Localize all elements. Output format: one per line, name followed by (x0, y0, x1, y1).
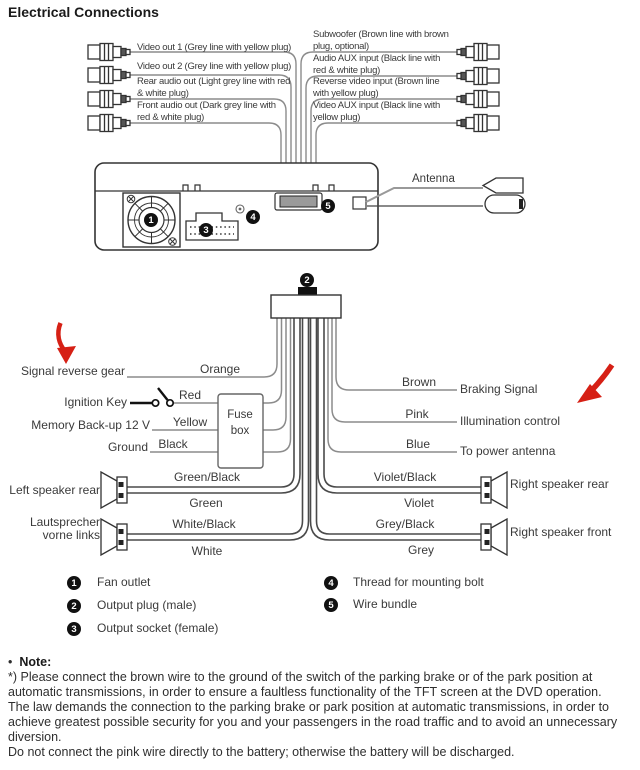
terminal-memory-backup: Memory Back-up 12 V (31, 418, 150, 432)
wire-label-green-black: Green/Black (173, 470, 241, 484)
note-paragraph-2: The law demands the connection to the pa… (8, 700, 618, 744)
rca-label-subwoofer: Subwoofer (Brown line with brown plug, o… (313, 29, 449, 52)
antenna-socket-icon (484, 194, 526, 214)
wire-label-grey: Grey (407, 543, 435, 557)
legend-badge-5: 5 (324, 598, 338, 612)
badge-output-plug: 2 (300, 273, 314, 287)
fuse-box-label-line2: box (230, 425, 250, 437)
antenna-label: Antenna (412, 173, 455, 185)
note-section: • Note: *) Please connect the brown wire… (8, 655, 636, 760)
antenna-plug-icon (481, 177, 524, 194)
rca-label-rear-audio-out: Rear audio out (Light grey line with red… (137, 76, 291, 99)
terminal-signal-reverse-gear: Signal reverse gear (20, 364, 125, 378)
legend-label-mounting-thread: Thread for mounting bolt (353, 575, 484, 589)
wire-label-violet-black: Violet/Black (373, 470, 437, 484)
wire-label-black: Black (158, 437, 188, 451)
fan-icon (127, 195, 176, 245)
output-plug-icon (270, 294, 342, 319)
wire-label-violet: Violet (404, 496, 434, 510)
fuse-box (217, 393, 264, 469)
legend-badge-1: 1 (67, 576, 81, 590)
screw-icons (126, 194, 177, 246)
wire-label-red: Red (178, 388, 202, 402)
harness-wires (127, 287, 481, 541)
terminal-to-power-antenna: To power antenna (460, 444, 556, 458)
wire-label-white-black: White/Black (172, 517, 236, 531)
terminal-ignition-key: Ignition Key (64, 395, 127, 409)
legend-label-wire-bundle: Wire bundle (353, 597, 418, 611)
note-bullet: • (8, 655, 13, 669)
legend-label-output-socket: Output socket (female) (97, 621, 219, 635)
wire-label-pink: Pink (405, 407, 429, 421)
badge-wire-bundle: 5 (321, 199, 335, 213)
badge-output-socket: 3 (199, 223, 213, 237)
rca-label-reverse-video: Reverse video input (Brown line with yel… (313, 76, 440, 99)
badge-mounting-thread: 4 (246, 210, 260, 224)
badge-fan-outlet: 1 (144, 213, 158, 227)
speaker-icons (100, 471, 508, 556)
terminal-braking-signal: Braking Signal (460, 382, 538, 396)
legend-badge-2: 2 (67, 599, 81, 613)
red-arrow-left-icon (56, 322, 76, 364)
rca-label-video-aux: Video AUX input (Black line with yellow … (313, 100, 441, 123)
wire-label-yellow: Yellow (172, 415, 208, 429)
speaker-name-right-front: Right speaker front (510, 525, 612, 539)
terminal-illumination-control: Illumination control (460, 414, 561, 428)
rca-label-video-out-1: Video out 1 (Grey line with yellow plug) (137, 42, 292, 53)
legend-badge-3: 3 (67, 622, 81, 636)
speaker-name-right-rear: Right speaker rear (510, 477, 609, 491)
speaker-name-left-front: Lautsprecher vorne links (29, 515, 100, 543)
wire-label-orange: Orange (199, 362, 241, 376)
wire-bundle-connector (279, 195, 318, 208)
legend-label-fan-outlet: Fan outlet (97, 575, 151, 589)
head-unit-drawing (94, 162, 379, 251)
note-heading-text: Note: (19, 655, 52, 669)
note-heading: • Note: (8, 655, 636, 670)
rca-lead-lines (130, 51, 457, 200)
terminal-ground: Ground (107, 440, 148, 454)
note-paragraph-3: Do not connect the pink wire directly to… (8, 745, 515, 759)
rca-label-video-out-2: Video out 2 (Grey line with yellow plug) (137, 61, 292, 72)
fuse-box-label-line1: Fuse (227, 409, 253, 421)
speaker-name-left-rear: Left speaker rear (9, 483, 100, 497)
legend-label-output-plug: Output plug (male) (97, 598, 197, 612)
wire-label-grey-black: Grey/Black (375, 517, 435, 531)
antenna-drawing (365, 177, 526, 214)
ignition-switch-icon (130, 387, 175, 408)
wire-label-brown: Brown (401, 375, 437, 389)
note-paragraph-1: *) Please connect the brown wire to the … (8, 670, 602, 699)
rca-label-audio-aux: Audio AUX input (Black line with red & w… (313, 53, 441, 76)
wire-label-green: Green (189, 496, 223, 510)
legend-badge-4: 4 (324, 576, 338, 590)
wire-label-blue: Blue (405, 437, 431, 451)
red-arrow-right-icon (577, 363, 615, 403)
wire-label-white: White (191, 544, 223, 558)
page-title: Electrical Connections (8, 4, 159, 20)
rca-label-front-audio-out: Front audio out (Dark grey line with red… (137, 100, 276, 123)
mounting-thread-icon (235, 204, 245, 214)
